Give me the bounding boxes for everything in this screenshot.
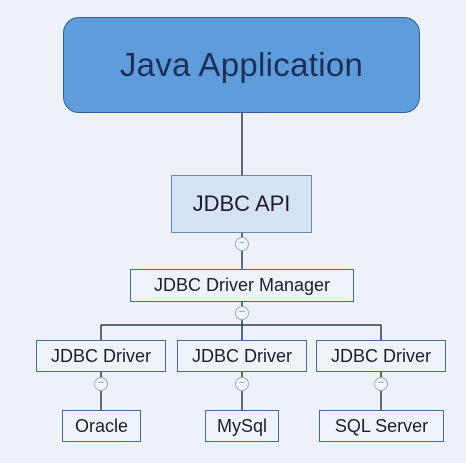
- jdbc-driver-manager-node[interactable]: JDBC Driver Manager: [130, 269, 354, 302]
- jdbc-driver-node-3[interactable]: JDBC Driver: [316, 340, 446, 372]
- mysql-node[interactable]: MySql: [205, 410, 279, 442]
- collapse-driver-3-toggle-icon[interactable]: −: [374, 377, 388, 391]
- jdbc-driver-node-1[interactable]: JDBC Driver: [36, 340, 166, 372]
- java-application-node[interactable]: Java Application: [63, 17, 420, 113]
- oracle-node[interactable]: Oracle: [62, 410, 141, 442]
- collapse-api-toggle-icon[interactable]: −: [235, 237, 249, 251]
- sql-server-node[interactable]: SQL Server: [319, 410, 444, 442]
- collapse-manager-toggle-icon[interactable]: −: [235, 306, 249, 320]
- jdbc-api-node[interactable]: JDBC API: [171, 175, 312, 233]
- collapse-driver-1-toggle-icon[interactable]: −: [94, 377, 108, 391]
- jdbc-driver-node-2[interactable]: JDBC Driver: [177, 340, 307, 372]
- collapse-driver-2-toggle-icon[interactable]: −: [235, 377, 249, 391]
